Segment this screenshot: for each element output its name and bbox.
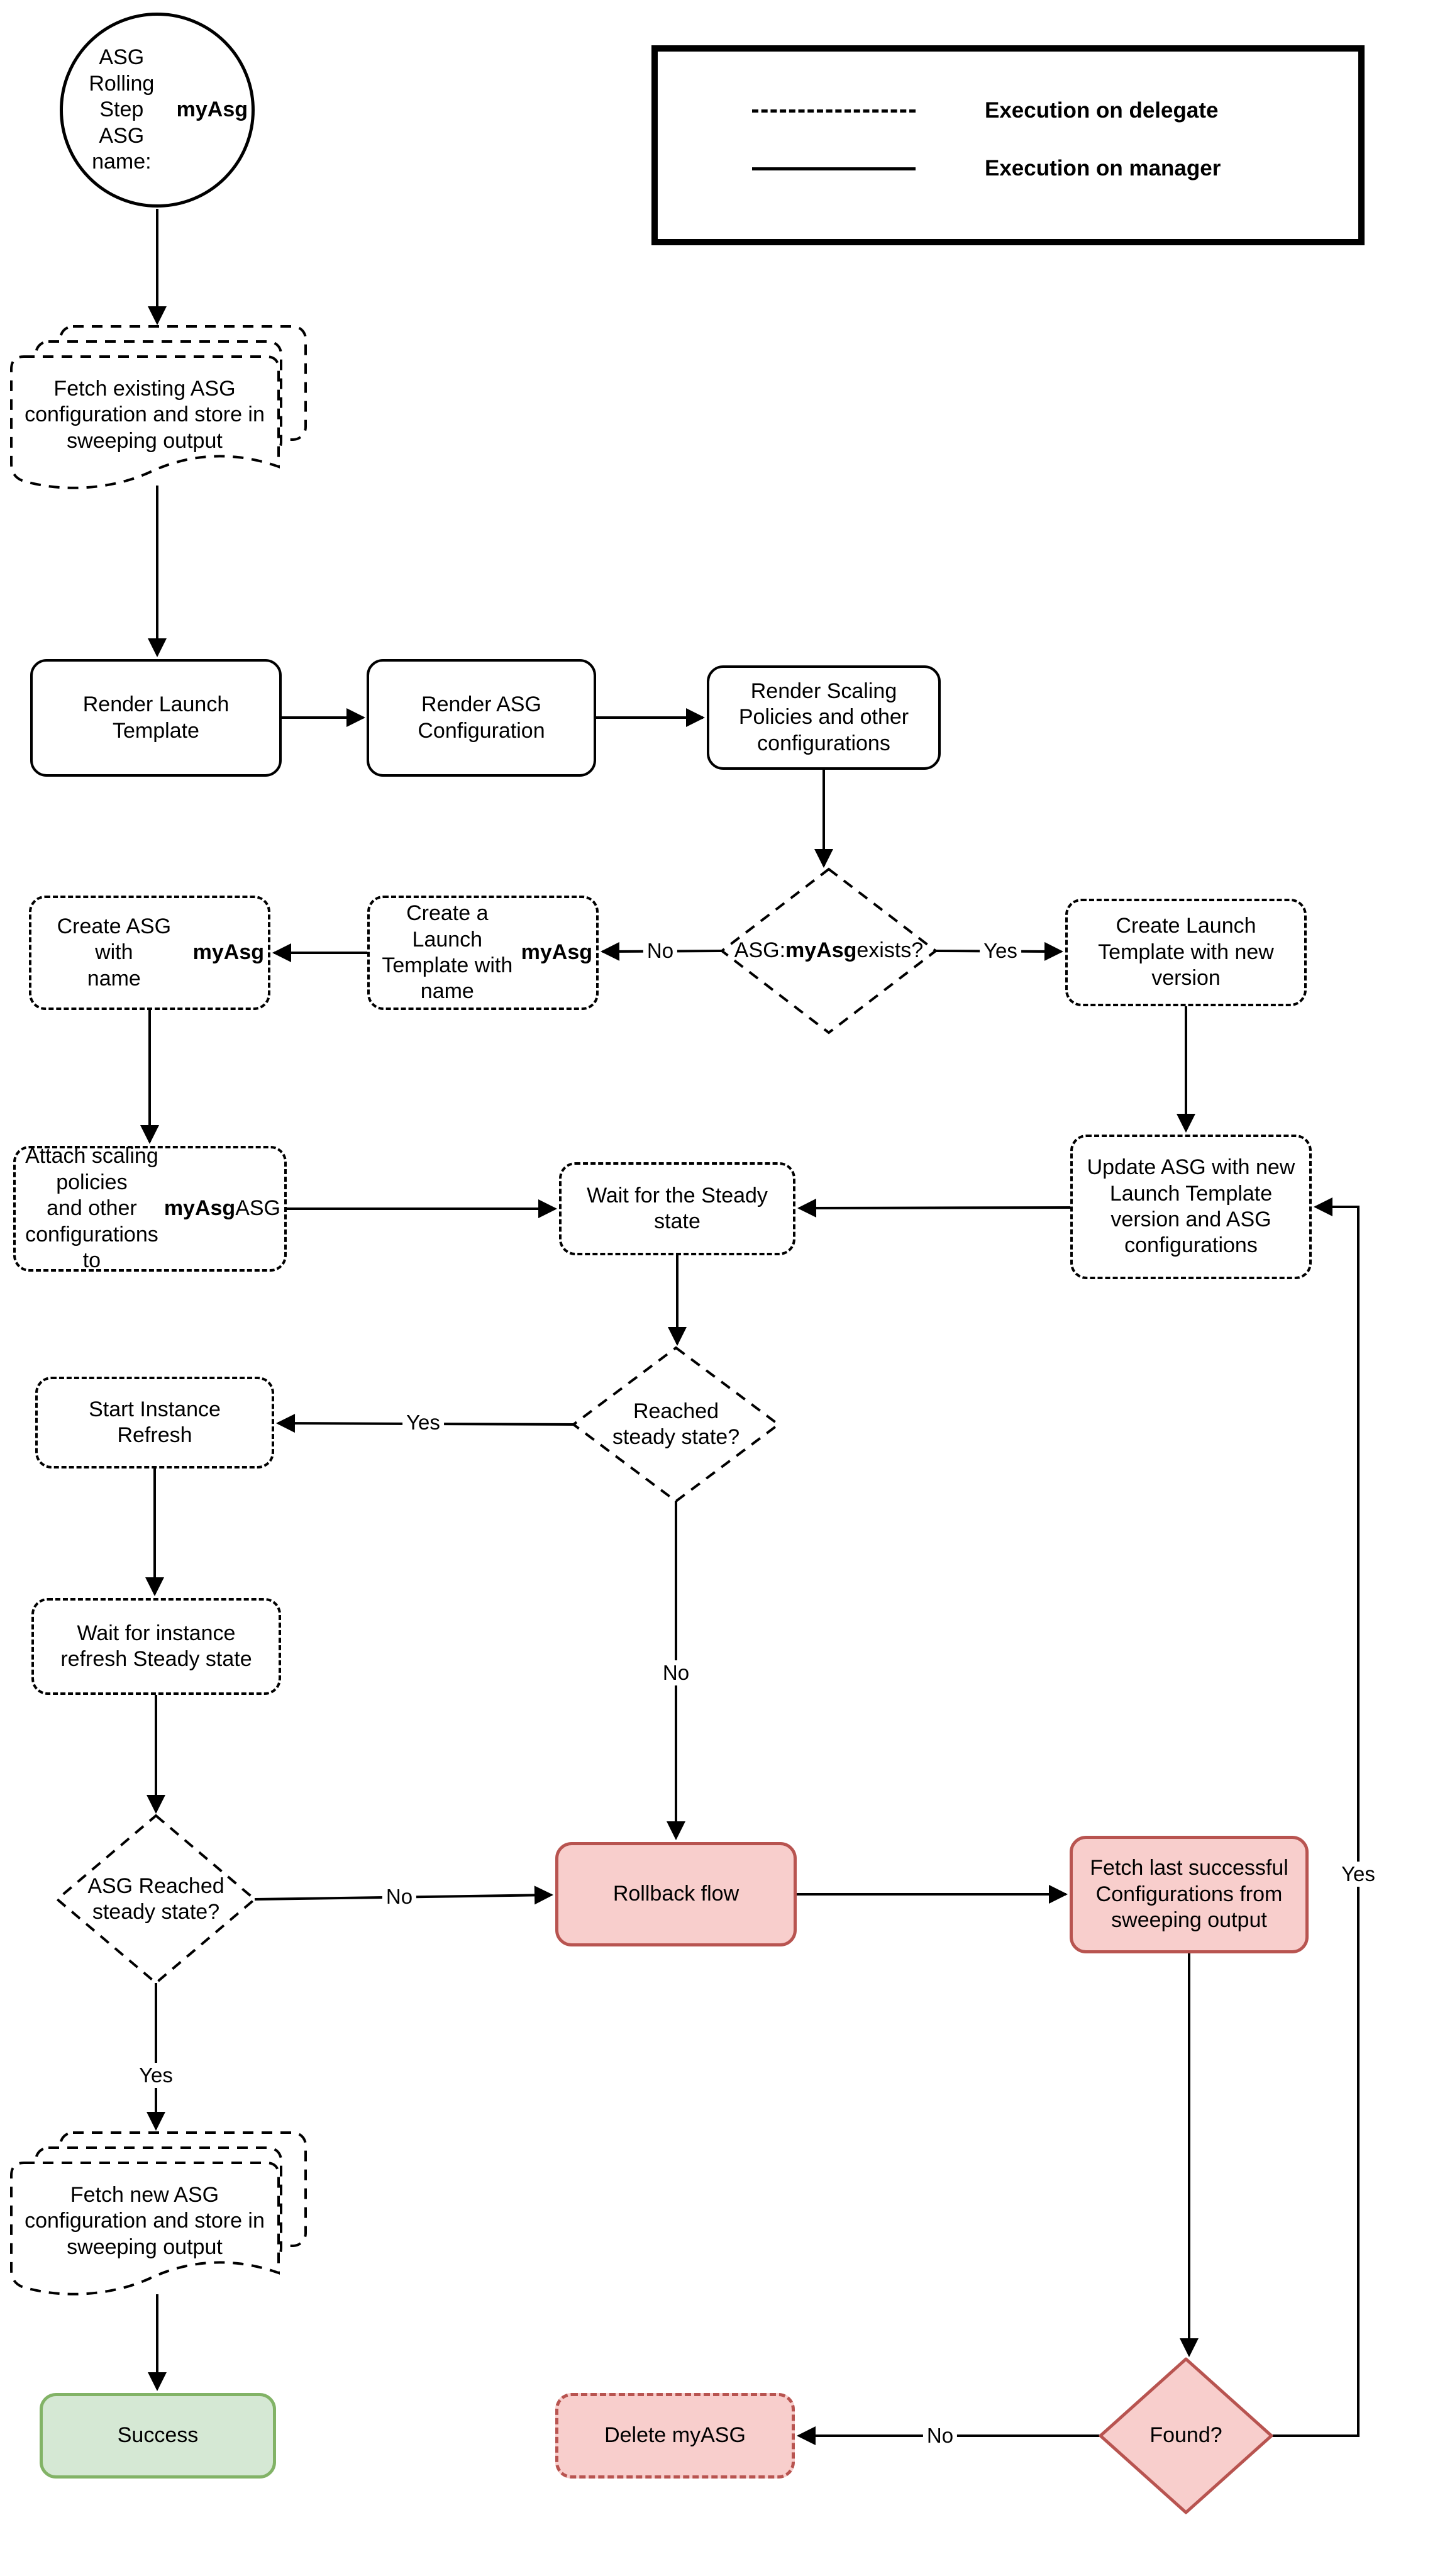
- create-launch-template-node: Create a Launch Template with name myAsg: [367, 896, 599, 1010]
- update-asg-node: Update ASG with new Launch Template vers…: [1070, 1135, 1312, 1279]
- edge-label-reached-no: No: [658, 1660, 694, 1685]
- start-node: ASG Rolling Step ASG name: myAsg: [60, 13, 255, 208]
- wait-instance-refresh-node: Wait for instance refresh Steady state: [31, 1598, 281, 1695]
- edge-label-reached-yes: Yes: [402, 1410, 444, 1435]
- legend-row-delegate: Execution on delegate: [658, 97, 1358, 125]
- legend-row-manager: Execution on manager: [658, 155, 1358, 182]
- asg-exists-diamond: [719, 867, 938, 1035]
- rollback-flow-node: Rollback flow: [555, 1842, 797, 1946]
- start-instance-refresh-node: Start Instance Refresh: [35, 1377, 274, 1468]
- render-launch-template-node: Render Launch Template: [30, 659, 282, 777]
- fetch-existing-node: Fetch existing ASG configuration and sto…: [25, 376, 265, 453]
- legend-label-delegate: Execution on delegate: [985, 98, 1219, 123]
- fetch-new-node: Fetch new ASG configuration and store in…: [25, 2182, 265, 2259]
- edge-label-asg-exists-yes: Yes: [980, 938, 1021, 963]
- found-diamond: [1099, 2357, 1273, 2514]
- attach-scaling-node: Attach scaling policies and other config…: [13, 1144, 287, 1272]
- create-lt-new-version-node: Create Launch Template with new version: [1065, 899, 1307, 1006]
- fetch-last-successful-node: Fetch last successful Configurations fro…: [1070, 1836, 1309, 1953]
- reached-steady-diamond: [571, 1346, 781, 1503]
- reached-steady-decision-label: Reached steady state?: [612, 1399, 740, 1449]
- delete-myasg-node: Delete myASG: [555, 2393, 795, 2479]
- asg-reached-steady-decision-label: ASG Reached steady state?: [87, 1874, 224, 1924]
- dashed-line-sample: [752, 109, 916, 113]
- solid-line-sample: [752, 167, 916, 170]
- edge-label-asg-exists-no: No: [643, 938, 678, 963]
- legend-label-manager: Execution on manager: [985, 156, 1221, 180]
- success-node: Success: [40, 2393, 276, 2479]
- found-decision-label: Found?: [1149, 2423, 1222, 2448]
- edge-label-found-yes: Yes: [1338, 1862, 1379, 1887]
- asg-reached-steady-diamond: [55, 1814, 257, 1985]
- fetch-existing-doc-shape: [10, 325, 307, 489]
- render-asg-configuration-node: Render ASG Configuration: [367, 659, 596, 777]
- render-scaling-policies-node: Render Scaling Policies and other config…: [707, 665, 941, 770]
- edge-label-asg-reached-no: No: [382, 1884, 417, 1909]
- asg-exists-decision-label: ASG: myAsg exists?: [734, 938, 924, 963]
- edge-label-asg-reached-yes: Yes: [135, 2063, 177, 2088]
- edge-label-found-no: No: [922, 2423, 958, 2448]
- fetch-new-doc-shape: [10, 2131, 307, 2296]
- legend-box: Execution on delegate Execution on manag…: [651, 45, 1365, 245]
- create-asg-node: Create ASG with name myAsg: [29, 896, 270, 1010]
- wait-steady-node: Wait for the Steady state: [559, 1162, 795, 1255]
- edge-found-yes-to-update: [1271, 1197, 1360, 2437]
